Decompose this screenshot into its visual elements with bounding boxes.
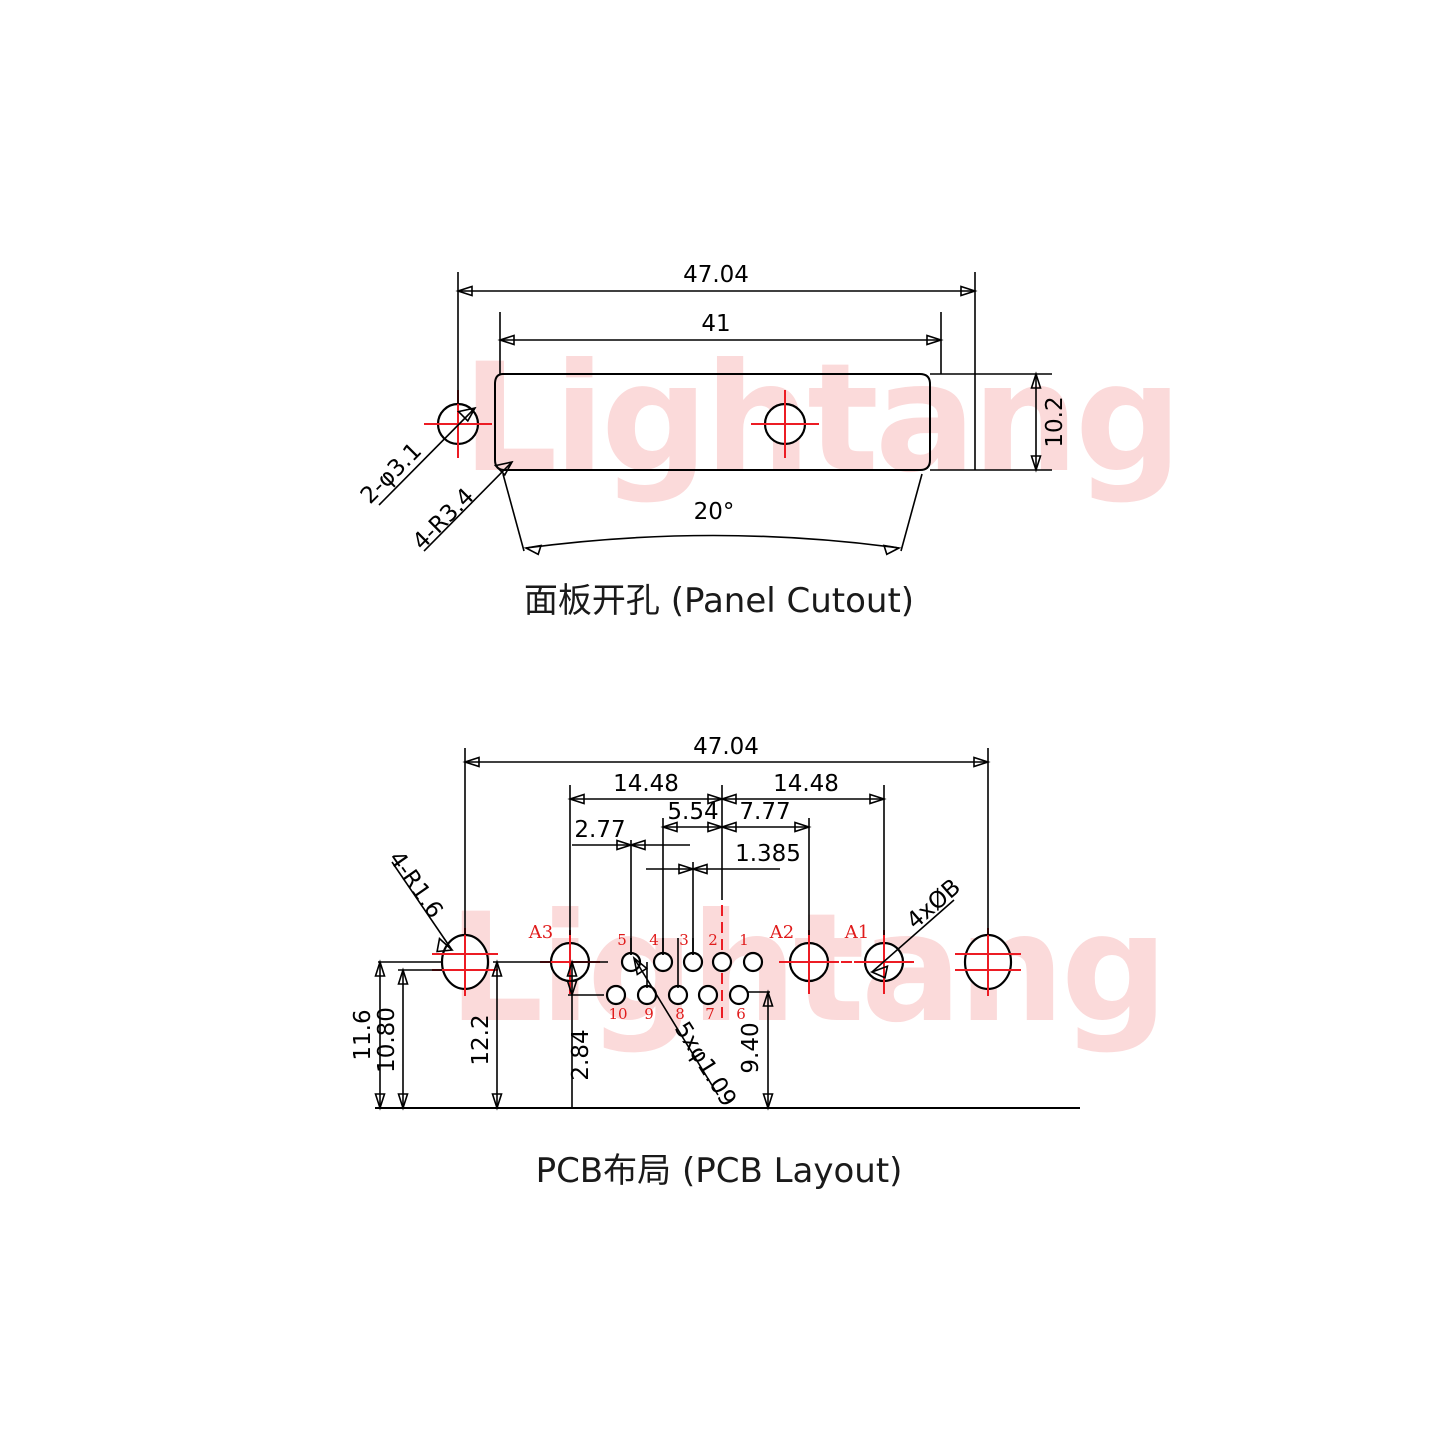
pcb-dim-left-half: 14.48 [613,771,679,797]
pcb-pin-label-10: 10 [608,1005,627,1023]
pcb-signal-pin-8 [667,984,689,1006]
pcb-pin-label-3: 3 [679,931,689,949]
pcb-signal-pin-7 [697,984,719,1006]
pcb-dim-overall-width: 47.04 [693,734,759,760]
pcb-pin-label-1: 1 [739,931,749,949]
panel-dim-cutout-height: 10.2 [1042,396,1068,447]
pcb-signal-pin-6 [728,984,750,1006]
panel-dim-cutout-width: 41 [701,311,730,337]
pcb-signal-pin-2 [711,951,733,973]
pcb-signal-pin-4 [652,951,674,973]
pcb-dim-11-6: 11.6 [350,1009,376,1060]
pcb-dim-2-84: 2.84 [568,1029,594,1080]
pcb-layout-title: PCB布局 (PCB Layout) [536,1151,903,1191]
pcb-coax-label-a3: A3 [528,922,553,943]
pcb-coax-label-a1: A1 [844,922,869,943]
panel-dim-angle: 20° [694,499,735,525]
pcb-callout-radius: 4-R1.6 [383,847,448,924]
pcb-pin-label-8: 8 [675,1005,685,1023]
pcb-pin-label-6: 6 [736,1005,746,1023]
panel-cutout-title: 面板开孔 (Panel Cutout) [524,581,914,621]
pcb-pin-label-4: 4 [649,931,659,949]
pcb-signal-pin-10 [605,984,627,1006]
panel-callout-radius: 4-R3.4 [408,483,480,555]
panel-callout-hole: 2-φ3.1 [356,438,427,509]
cutout-outline [494,373,931,471]
pcb-dim-1-385: 1.385 [735,841,801,867]
pcb-pin-label-2: 2 [708,931,718,949]
pcb-dim-10-80: 10.80 [374,1007,400,1073]
pcb-dim-5-54: 5.54 [667,799,718,825]
pcb-dim-9-40: 9.40 [738,1022,764,1073]
pcb-pin-label-5: 5 [617,931,627,949]
pcb-layout-view: A3 A2 A1 5 4 3 2 1 1 [350,734,1080,1191]
watermark-panel: Lightang [462,332,1182,506]
pcb-coax-label-a2: A2 [769,922,794,943]
pcb-dim-right-half: 14.48 [773,771,839,797]
pcb-pin-label-7: 7 [705,1005,715,1023]
panel-dim-overall-width: 47.04 [683,262,749,288]
pcb-dim-2-77: 2.77 [574,817,625,843]
pcb-signal-pin-3 [682,951,704,973]
pcb-signal-pin-1 [742,951,764,973]
pcb-dim-12-2: 12.2 [468,1014,494,1065]
watermark-text: Lightang [462,332,1178,506]
pcb-pin-label-9: 9 [644,1005,654,1023]
pcb-dim-7-77: 7.77 [739,799,790,825]
